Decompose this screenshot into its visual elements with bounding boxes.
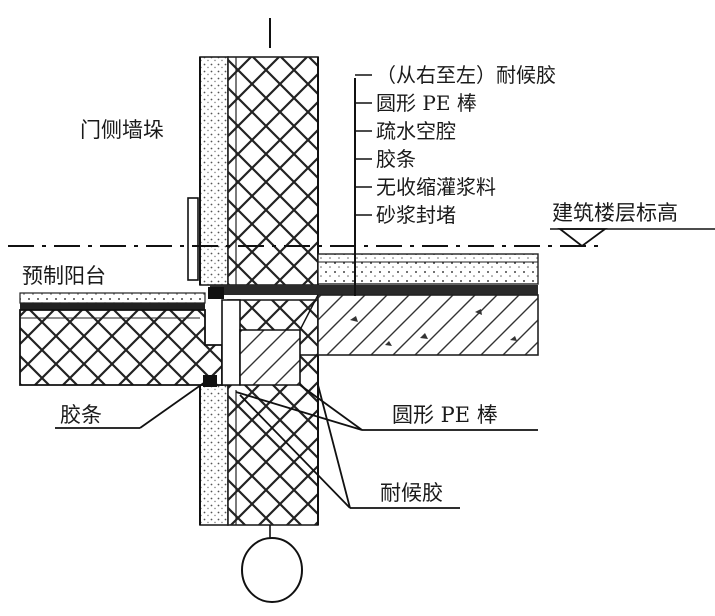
precast-balcony [19,292,223,386]
label-floor-elevation: 建筑楼层标高 [552,201,678,225]
door-frame [187,197,199,281]
callout-bracket [354,74,372,296]
callout-item: 疏水空腔 [376,119,456,143]
axis-bubble [241,537,303,603]
label-pe-rod: 圆形 PE 棒 [392,403,498,427]
callout-item: 圆形 PE 棒 [376,91,477,115]
leader-lines [55,379,538,509]
callout-item: （从右至左）耐候胶 [376,63,556,87]
label-door-wall: 门侧墙垛 [80,118,164,142]
callout-item: 无收缩灌浆料 [376,175,496,199]
callout-item: 砂浆封堵 [376,203,456,227]
label-rubber-strip: 胶条 [60,403,102,427]
callout-item: 胶条 [376,147,416,171]
label-sealant: 耐候胶 [380,481,443,505]
elevation-marker [557,228,608,248]
joint-detail [203,287,319,387]
label-precast-balcony: 预制阳台 [22,264,106,288]
